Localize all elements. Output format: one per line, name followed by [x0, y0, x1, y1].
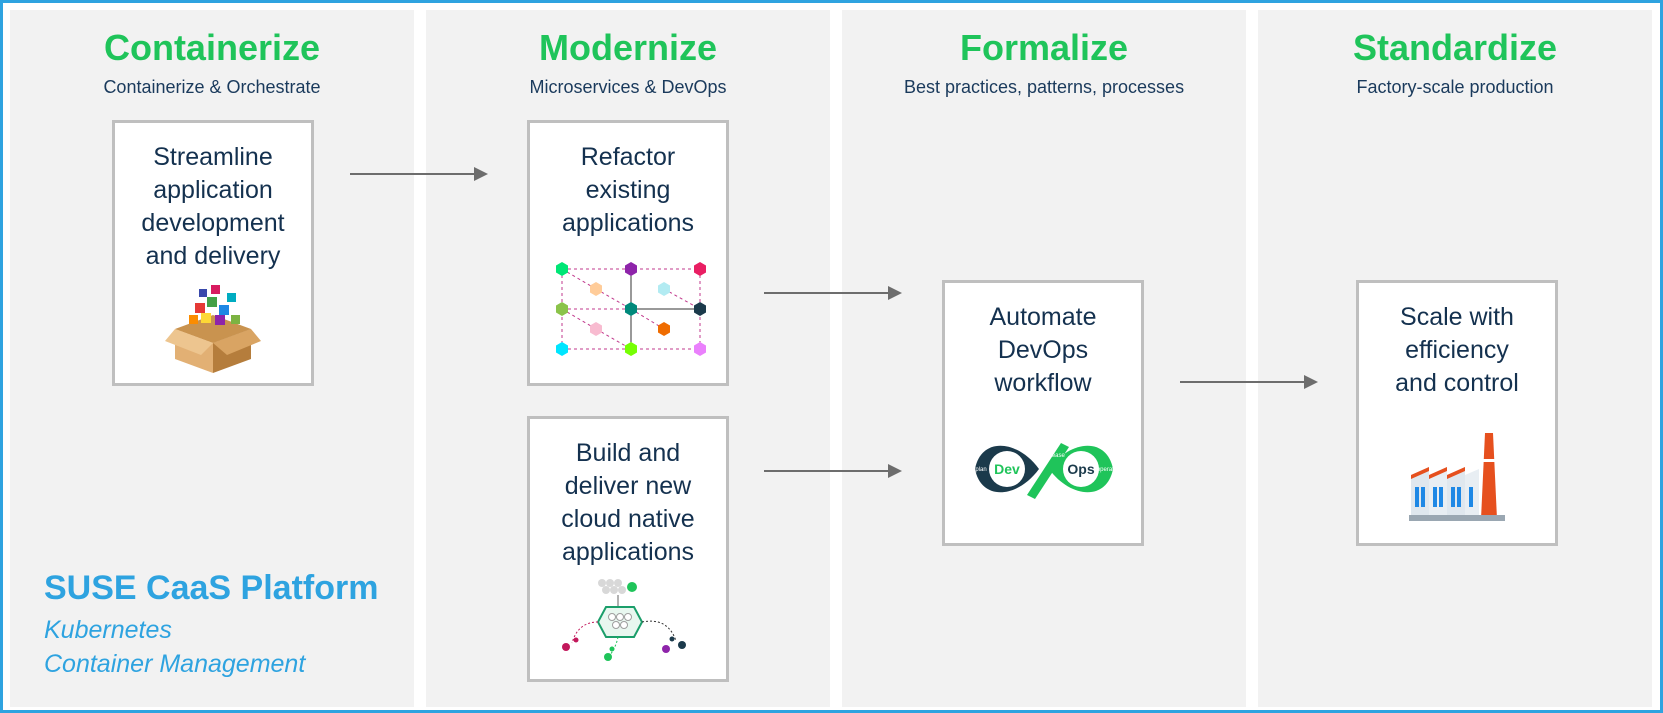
- card-scale: Scale with efficiency and control: [1356, 280, 1558, 546]
- column-subtitle: Microservices & DevOps: [529, 77, 727, 97]
- arrow-build-to-automate: [764, 464, 902, 478]
- devops-ring-word: plan: [975, 467, 986, 473]
- cloud-native-icon: [562, 579, 686, 661]
- column-title: Modernize: [538, 27, 717, 68]
- microservices-grid-icon: [556, 262, 706, 356]
- card-automate: Automate DevOps workflow Dev Ops code bu…: [942, 280, 1144, 546]
- column-title: Formalize: [959, 27, 1129, 68]
- devops-ring-word: operate: [1097, 467, 1118, 473]
- column-title: Containerize: [103, 27, 321, 68]
- brand-subtitle-kubernetes: Kubernetes: [44, 616, 172, 644]
- brand-subtitle-container-management: Container Management: [44, 650, 306, 678]
- column-title: Standardize: [1352, 27, 1558, 68]
- devops-ring-word: monitor: [1075, 495, 1095, 501]
- column-subtitle: Containerize & Orchestrate: [103, 77, 321, 97]
- container-box-icon: [165, 285, 261, 373]
- card-label: Streamline application development and d…: [141, 143, 285, 270]
- devops-ring-word: code: [996, 441, 1010, 447]
- card-streamline: Streamline application development and d…: [112, 120, 314, 386]
- devops-ring-word: release: [1045, 453, 1065, 459]
- arrow-refactor-to-automate: [764, 286, 902, 300]
- devops-ring-word: deploy: [1076, 439, 1094, 445]
- arrow-automate-to-scale: [1180, 375, 1318, 389]
- card-refactor: Refactor existing applications: [527, 120, 729, 386]
- card-label: Refactor existing applications: [561, 143, 695, 237]
- card-label: Automate DevOps workflow: [989, 303, 1097, 397]
- devops-dev-label: Dev: [994, 461, 1020, 477]
- brand-title: SUSE CaaS Platform: [44, 569, 379, 607]
- card-label: Scale with efficiency and control: [1395, 303, 1519, 397]
- card-label: Build and deliver new cloud native appli…: [561, 439, 695, 566]
- devops-ring-word: test: [1000, 495, 1010, 501]
- column-subtitle: Factory-scale production: [1356, 77, 1554, 97]
- arrow-streamline-to-refactor: [350, 167, 488, 181]
- devops-ring-word: build: [1023, 449, 1036, 455]
- factory-icon: [1409, 433, 1505, 521]
- devops-ops-label: Ops: [1067, 461, 1094, 477]
- column-subtitle: Best practices, patterns, processes: [903, 77, 1185, 97]
- devops-infinity-icon: Dev Ops code build plan test release dep…: [975, 439, 1118, 501]
- card-build: Build and deliver new cloud native appli…: [527, 416, 729, 682]
